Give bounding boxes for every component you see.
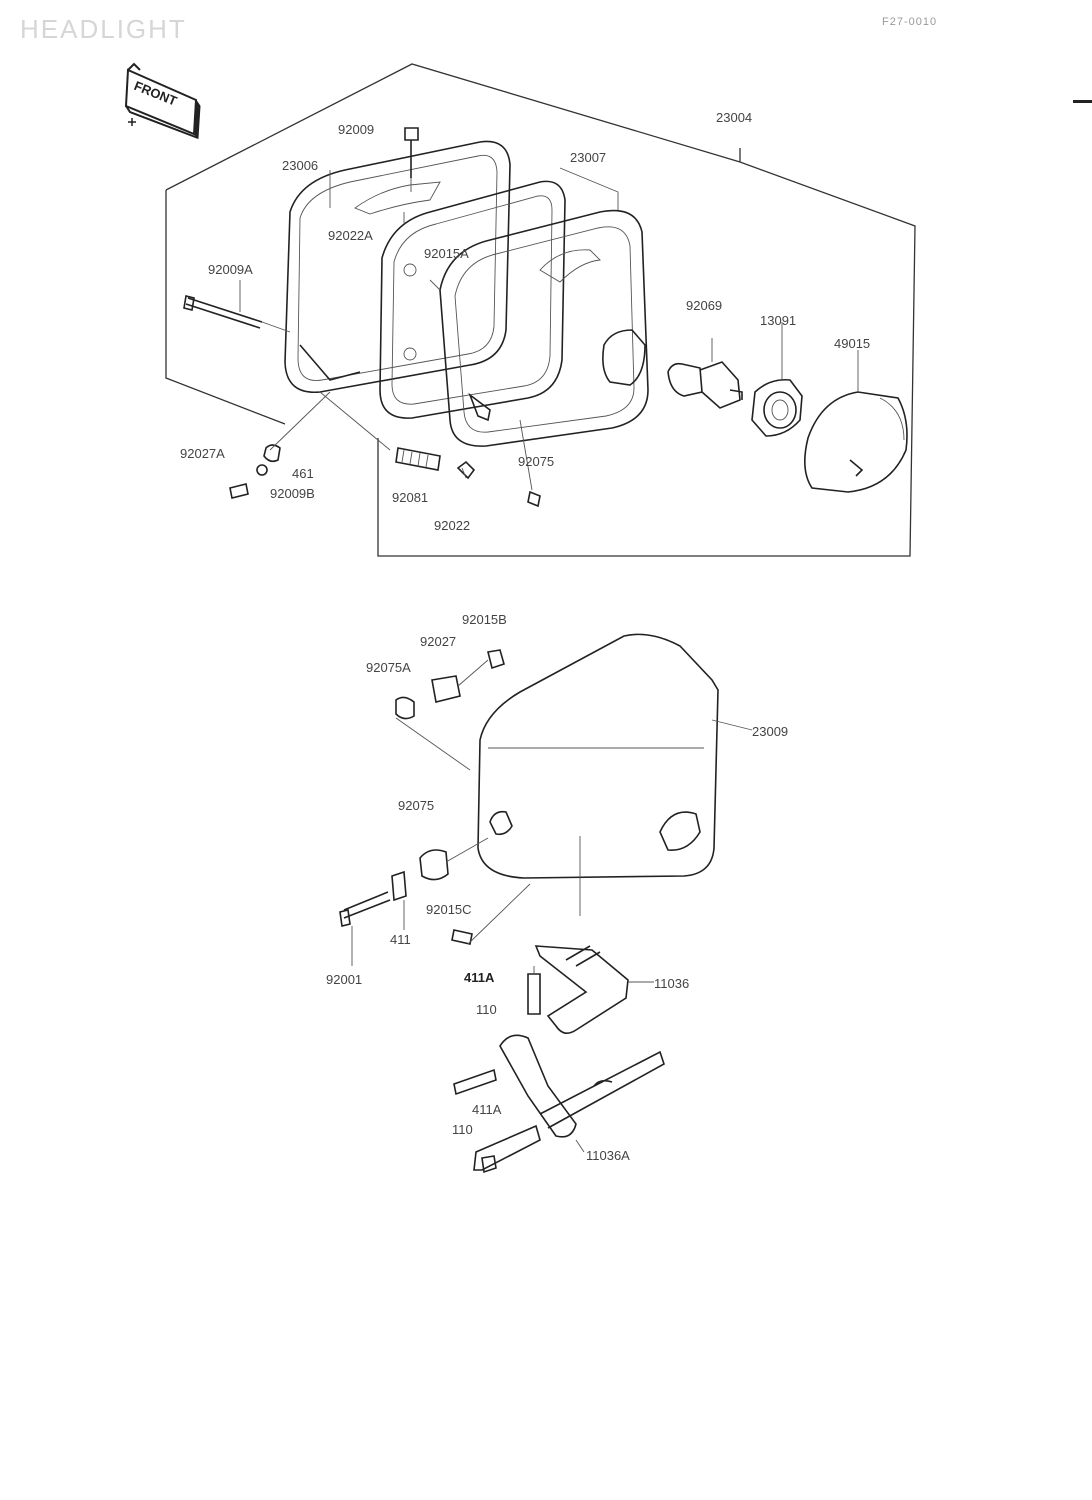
bolt-group-lower	[339, 837, 531, 966]
callout-411: 411	[390, 932, 411, 947]
screw-92009	[404, 127, 419, 192]
callout-23009: 23009	[752, 724, 788, 739]
nut-92022	[456, 460, 476, 480]
callout-23004: 23004	[716, 110, 752, 125]
page-title: HEADLIGHT	[20, 14, 187, 44]
callout-92022A: 92022A	[328, 228, 373, 243]
screw-92075-upper	[519, 419, 541, 508]
headlight-housing	[477, 633, 753, 916]
edge-mark	[1073, 100, 1092, 103]
callout-92027: 92027	[420, 634, 456, 649]
callout-11036A: 11036A	[586, 1148, 630, 1163]
callout-92009: 92009	[338, 122, 374, 137]
bracket-11036	[527, 945, 654, 1034]
callout-110-lower: 110	[452, 1122, 473, 1137]
headlight-rim	[284, 140, 511, 393]
callout-92081: 92081	[392, 490, 428, 505]
fasteners-left	[229, 391, 331, 499]
callout-92015C: 92015C	[426, 902, 472, 917]
callout-92075A: 92075A	[366, 660, 411, 675]
callout-92075-lower: 92075	[398, 798, 434, 813]
bolt-92009A	[183, 295, 291, 333]
callout-92075: 92075	[518, 454, 554, 469]
spacer-92081	[319, 391, 441, 471]
callout-92069: 92069	[686, 298, 722, 313]
callout-92015A: 92015A	[424, 246, 469, 261]
upper-assembly-frame	[165, 63, 916, 557]
callout-23006: 23006	[282, 158, 318, 173]
callout-92022: 92022	[434, 518, 470, 533]
fasteners-lower-left	[395, 649, 505, 771]
callout-411A: 411A	[464, 970, 495, 985]
callout-110: 110	[476, 1002, 497, 1017]
front-cross-icon	[128, 118, 136, 126]
callout-461: 461	[292, 466, 314, 481]
callout-13091: 13091	[760, 313, 796, 328]
upper-leader-lines	[239, 167, 619, 312]
callout-92009A: 92009A	[208, 262, 253, 277]
socket-13091	[751, 322, 803, 437]
callout-49015: 49015	[834, 336, 870, 351]
callout-411A-lower: 411A	[472, 1102, 502, 1117]
page-code: F27-0010	[882, 16, 938, 28]
bulb-92069	[667, 338, 743, 409]
callout-labels: 23004 23006 23007 92009 92022A 92015A 92…	[180, 110, 870, 1163]
front-badge: FRONT	[124, 62, 201, 140]
callout-11036: 11036	[654, 976, 689, 991]
callout-92009B: 92009B	[270, 486, 315, 501]
callout-92015B: 92015B	[462, 612, 507, 627]
callout-92027A: 92027A	[180, 446, 225, 461]
headlight-lens	[439, 209, 649, 447]
bracket-11036A	[453, 1034, 665, 1174]
cover-49015	[804, 350, 908, 493]
front-arrow-icon	[127, 62, 141, 71]
callout-23007: 23007	[570, 150, 606, 165]
callout-92001: 92001	[326, 972, 362, 987]
headlight-inner-ring	[379, 180, 566, 419]
